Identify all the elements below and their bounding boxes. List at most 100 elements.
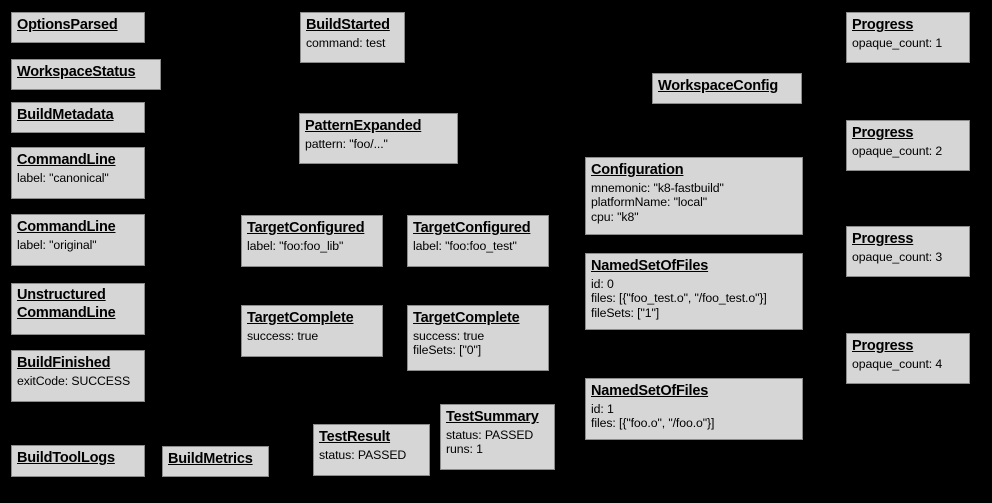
node-field: label: "original"	[17, 237, 97, 252]
event-node-build-finished[interactable]: BuildFinished exitCode: SUCCESS	[11, 350, 145, 402]
node-fields: opaque_count: 1	[852, 36, 964, 51]
node-field: opaque_count: 4	[852, 356, 943, 371]
node-field: label: "foo:foo_test"	[413, 238, 517, 253]
node-title: Progress	[852, 125, 914, 141]
node-title: BuildFinished	[17, 355, 111, 371]
node-title-row: WorkspaceConfig	[658, 77, 796, 96]
node-title: TargetComplete	[247, 310, 354, 326]
node-title-row: OptionsParsed	[17, 16, 139, 35]
event-node-progress-2[interactable]: Progress opaque_count: 2	[846, 120, 970, 171]
event-node-command-line-canonical[interactable]: CommandLine label: "canonical"	[11, 147, 145, 199]
node-title-row: Progress	[852, 337, 964, 357]
event-node-progress-1[interactable]: Progress opaque_count: 1	[846, 12, 970, 63]
node-field: opaque_count: 3	[852, 249, 943, 264]
node-field: status: PASSED	[446, 427, 534, 442]
node-title-row: BuildStarted	[306, 16, 399, 36]
node-title: NamedSetOfFiles	[591, 383, 709, 399]
node-field: runs: 1	[446, 442, 483, 457]
node-title-row: Configuration	[591, 161, 797, 181]
node-title-row: BuildFinished	[17, 354, 139, 374]
node-field: opaque_count: 2	[852, 143, 943, 158]
node-title-row: Progress	[852, 230, 964, 250]
node-title: TestSummary	[446, 409, 539, 425]
node-title: WorkspaceStatus	[17, 64, 136, 80]
node-field: fileSets: ["0"]	[413, 343, 482, 358]
event-node-build-metrics[interactable]: BuildMetrics	[162, 446, 269, 477]
node-title: NamedSetOfFiles	[591, 258, 709, 274]
node-field: status: PASSED	[319, 447, 407, 462]
node-title: OptionsParsed	[17, 17, 118, 33]
node-fields: success: true	[247, 329, 377, 344]
event-node-target-configured-foo-test[interactable]: TargetConfigured label: "foo:foo_test"	[407, 215, 549, 267]
node-title: PatternExpanded	[305, 118, 422, 134]
node-title-row: TestResult	[319, 428, 424, 448]
event-node-progress-4[interactable]: Progress opaque_count: 4	[846, 333, 970, 384]
event-node-build-started[interactable]: BuildStarted command: test	[300, 12, 405, 63]
node-title-row: TargetComplete	[413, 309, 543, 329]
event-node-workspace-status[interactable]: WorkspaceStatus	[11, 59, 161, 90]
node-title-row: Progress	[852, 16, 964, 36]
node-title-row: BuildMetrics	[168, 450, 263, 469]
event-node-test-result[interactable]: TestResult status: PASSED	[313, 424, 430, 476]
event-node-target-complete-lib[interactable]: TargetComplete success: true	[241, 305, 383, 357]
node-field: label: "canonical"	[17, 170, 109, 185]
event-node-build-metadata[interactable]: BuildMetadata	[11, 102, 145, 133]
event-node-pattern-expanded[interactable]: PatternExpanded pattern: "foo/..."	[299, 113, 458, 164]
event-node-unstructured-command-line[interactable]: Unstructured CommandLine	[11, 283, 145, 335]
node-title: BuildStarted	[306, 17, 390, 33]
node-title-row: NamedSetOfFiles	[591, 257, 797, 277]
node-field: files: [{"foo_test.o", "/foo_test.o"}]	[591, 291, 767, 306]
node-title: TestResult	[319, 429, 391, 445]
node-title-row: WorkspaceStatus	[17, 63, 155, 82]
event-node-command-line-original[interactable]: CommandLine label: "original"	[11, 214, 145, 266]
node-field: command: test	[306, 35, 386, 50]
node-title: Progress	[852, 338, 914, 354]
node-fields: label: "foo:foo_test"	[413, 239, 543, 254]
node-field: label: "foo:foo_lib"	[247, 238, 344, 253]
node-title: Unstructured CommandLine	[17, 287, 116, 321]
node-title-row: Progress	[852, 124, 964, 144]
node-title-row: CommandLine	[17, 151, 139, 171]
node-title: Progress	[852, 17, 914, 33]
node-fields: label: "canonical"	[17, 171, 139, 186]
node-title: CommandLine	[17, 219, 116, 235]
node-field: mnemonic: "k8-fastbuild"	[591, 180, 724, 195]
event-node-options-parsed[interactable]: OptionsParsed	[11, 12, 145, 43]
node-title-row: Unstructured CommandLine	[17, 287, 139, 322]
node-field: platformName: "local"	[591, 195, 707, 210]
node-title: TargetConfigured	[413, 220, 531, 236]
node-title: BuildToolLogs	[17, 450, 115, 466]
node-field: fileSets: ["1"]	[591, 306, 660, 321]
node-title-row: TargetConfigured	[247, 219, 377, 239]
node-field: success: true	[247, 328, 319, 343]
node-fields: label: "original"	[17, 238, 139, 253]
node-fields: label: "foo:foo_lib"	[247, 239, 377, 254]
node-title-row: CommandLine	[17, 218, 139, 238]
node-title-row: BuildMetadata	[17, 106, 139, 125]
node-field: pattern: "foo/..."	[305, 136, 388, 151]
node-fields: exitCode: SUCCESS	[17, 374, 139, 389]
node-fields: mnemonic: "k8-fastbuild"platformName: "l…	[591, 181, 797, 225]
node-fields: pattern: "foo/..."	[305, 137, 452, 152]
event-node-workspace-config[interactable]: WorkspaceConfig	[652, 73, 802, 104]
node-title-row: TestSummary	[446, 408, 549, 428]
node-title: BuildMetrics	[168, 451, 253, 467]
node-title-row: TargetComplete	[247, 309, 377, 329]
node-field: cpu: "k8"	[591, 210, 639, 225]
node-title-row: NamedSetOfFiles	[591, 382, 797, 402]
node-title: CommandLine	[17, 152, 116, 168]
event-node-build-tool-logs[interactable]: BuildToolLogs	[11, 445, 145, 477]
node-title: TargetComplete	[413, 310, 520, 326]
node-field: success: true	[413, 328, 485, 343]
node-title: BuildMetadata	[17, 107, 114, 123]
